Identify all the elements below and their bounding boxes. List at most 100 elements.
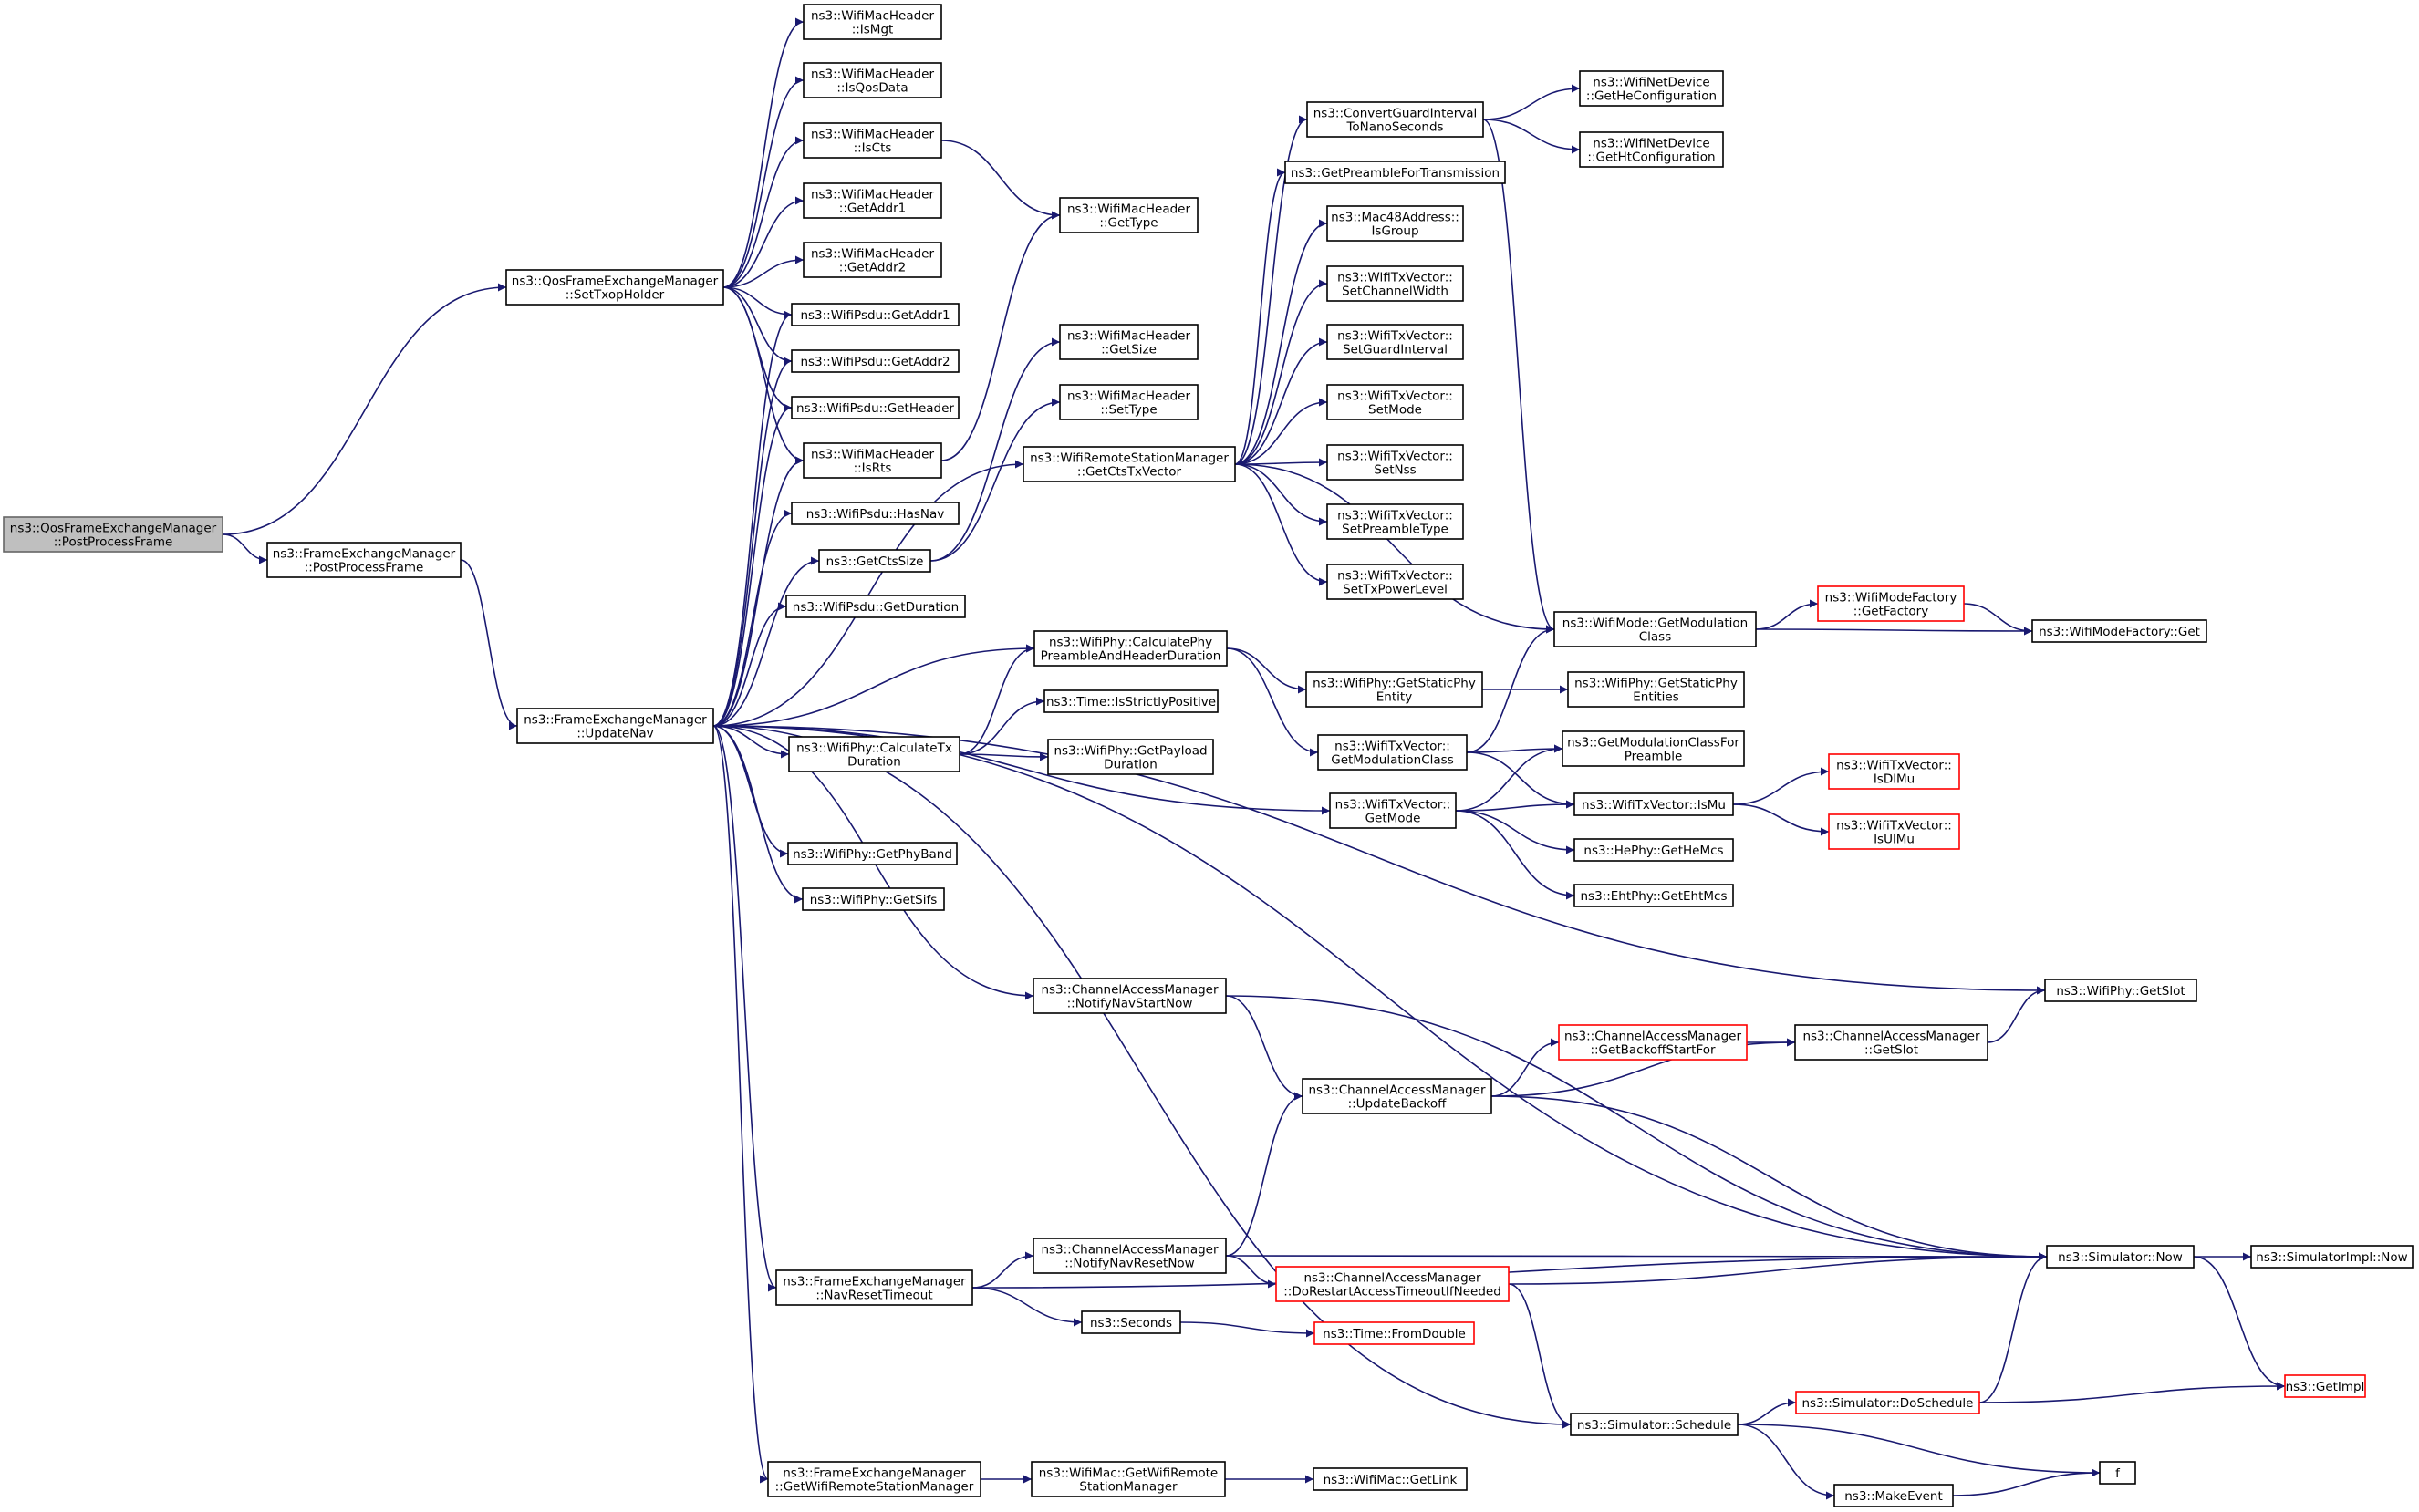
node-label: ns3::ChannelAccessManager (1041, 1243, 1219, 1258)
node-label: ns3::GetCtsSize (826, 554, 924, 569)
node-psdu-header[interactable]: ns3::WifiPsdu::GetHeader (791, 396, 960, 419)
node-settype[interactable]: ns3::WifiMacHeader::SetType (1059, 384, 1199, 420)
node-gethecfg[interactable]: ns3::WifiNetDevice::GetHeConfiguration (1579, 70, 1724, 107)
node-isqosdata[interactable]: ns3::WifiMacHeader::IsQosData (803, 62, 942, 98)
node-label: ns3::WifiMac::GetWifiRemote (1039, 1466, 1218, 1481)
node-updatenav[interactable]: ns3::FrameExchangeManager::UpdateNav (516, 708, 714, 744)
node-settxpower[interactable]: ns3::WifiTxVector::SetTxPowerLevel (1326, 564, 1464, 600)
node-box (1573, 884, 1734, 907)
node-settxop[interactable]: ns3::QosFrameExchangeManager::SetTxopHol… (505, 269, 724, 306)
edge-settxop-to-psdu-addr2 (722, 286, 793, 366)
edge-root-to-settxop (222, 283, 507, 535)
node-getehtmcs[interactable]: ns3::EhtPhy::GetEhtMcs (1573, 884, 1734, 907)
node-navreset[interactable]: ns3::FrameExchangeManager::NavResetTimeo… (775, 1269, 973, 1306)
node-factoryget[interactable]: ns3::WifiModeFactory::Get (2031, 619, 2207, 643)
node-setnss[interactable]: ns3::WifiTxVector::SetNss (1326, 444, 1464, 481)
node-label: Class (1639, 630, 1672, 645)
node-hasnav[interactable]: ns3::WifiPsdu::HasNav (791, 502, 960, 525)
node-psdu-addr2[interactable]: ns3::WifiPsdu::GetAddr2 (791, 349, 960, 373)
node-getsifs[interactable]: ns3::WifiPhy::GetSifs (802, 887, 945, 911)
node-setchw[interactable]: ns3::WifiTxVector::SetChannelWidth (1326, 265, 1464, 302)
node-label: ns3::GetModulationClassFor (1567, 736, 1739, 751)
node-getctstx[interactable]: ns3::WifiRemoteStationManager::GetCtsTxV… (1023, 446, 1236, 482)
node-root[interactable]: ns3::QosFrameExchangeManager::PostProces… (3, 516, 223, 553)
node-ismgt[interactable]: ns3::WifiMacHeader::IsMgt (803, 4, 942, 40)
node-getpreamble[interactable]: ns3::GetPreambleForTransmission (1284, 161, 1506, 184)
node-getduration[interactable]: ns3::WifiPsdu::GetDuration (785, 595, 966, 618)
node-getslot[interactable]: ns3::WifiPhy::GetSlot (2044, 979, 2197, 1002)
node-dorestart[interactable]: ns3::ChannelAccessManager::DoRestartAcce… (1275, 1266, 1510, 1302)
node-getphyband[interactable]: ns3::WifiPhy::GetPhyBand (787, 842, 958, 865)
edge-updatenav-to-psdu-addr2 (712, 357, 793, 727)
node-getwrsm[interactable]: ns3::FrameExchangeManager::GetWifiRemote… (767, 1461, 981, 1497)
node-box (1326, 503, 1464, 540)
node-getsize[interactable]: ns3::WifiMacHeader::GetSize (1059, 324, 1199, 360)
node-gethtcfg[interactable]: ns3::WifiNetDevice::GetHtConfiguration (1579, 131, 1724, 168)
node-gethemcs[interactable]: ns3::HePhy::GetHeMcs (1573, 838, 1734, 862)
node-makeevent[interactable]: ns3::MakeEvent (1833, 1484, 1954, 1507)
node-label: ns3::WifiTxVector::IsMu (1582, 798, 1726, 813)
node-box (818, 549, 931, 573)
node-label: ns3::WifiMac::GetLink (1324, 1473, 1458, 1487)
edge-getctssize-to-getsize (929, 337, 1061, 562)
node-box (2099, 1461, 2136, 1485)
node-iscts[interactable]: ns3::WifiMacHeader::IsCts (803, 122, 942, 159)
node-implnow[interactable]: ns3::SimulatorImpl::Now (2250, 1245, 2414, 1269)
node-label: ns3::WifiPsdu::GetAddr1 (800, 308, 950, 323)
edge-updatenav-to-calcpreamble (712, 644, 1035, 727)
node-label: ::GetSize (1101, 343, 1157, 357)
node-isrts[interactable]: ns3::WifiMacHeader::IsRts (803, 442, 942, 479)
node-box (1284, 161, 1506, 184)
node-setpreamble[interactable]: ns3::WifiTxVector::SetPreambleType (1326, 503, 1464, 540)
node-gettype[interactable]: ns3::WifiMacHeader::GetType (1059, 197, 1199, 233)
node-getctssize[interactable]: ns3::GetCtsSize (818, 549, 931, 573)
edge-now-to-getimpl (2193, 1256, 2286, 1391)
node-isdlmu[interactable]: ns3::WifiTxVector::IsDlMu (1828, 753, 1960, 790)
node-psdu-addr1[interactable]: ns3::WifiPsdu::GetAddr1 (791, 303, 960, 326)
node-isstrictpos[interactable]: ns3::Time::IsStrictlyPositive (1043, 689, 1219, 713)
node-updatebackoff[interactable]: ns3::ChannelAccessManager::UpdateBackoff (1302, 1078, 1492, 1114)
node-cam-getslot[interactable]: ns3::ChannelAccessManager::GetSlot (1794, 1024, 1988, 1061)
edge-doschedule-to-now (1978, 1252, 2048, 1403)
edge-txv-getmode-to-modclassfor (1455, 744, 1563, 812)
node-getlink[interactable]: ns3::WifiMac::GetLink (1313, 1467, 1468, 1491)
node-fem-post[interactable]: ns3::FrameExchangeManager::PostProcessFr… (266, 542, 462, 578)
edge-convgi-to-gethtcfg (1482, 119, 1581, 154)
node-label: ::NotifyNavResetNow (1064, 1257, 1194, 1271)
node-doschedule[interactable]: ns3::Simulator::DoSchedule (1795, 1391, 1980, 1414)
node-isgroup[interactable]: ns3::Mac48Address::IsGroup (1326, 205, 1464, 242)
node-now[interactable]: ns3::Simulator::Now (2046, 1245, 2195, 1269)
node-calcpreamble[interactable]: ns3::WifiPhy::CalculatePhyPreambleAndHea… (1033, 630, 1228, 667)
node-getbackoff[interactable]: ns3::ChannelAccessManager::GetBackoffSta… (1558, 1024, 1748, 1061)
node-label: ns3::WifiPsdu::GetHeader (796, 401, 954, 416)
node-ismu[interactable]: ns3::WifiTxVector::IsMu (1573, 792, 1734, 816)
node-label: ns3::Time::IsStrictlyPositive (1046, 695, 1216, 709)
node-setgi[interactable]: ns3::WifiTxVector::SetGuardInterval (1326, 324, 1464, 360)
node-schedule[interactable]: ns3::Simulator::Schedule (1570, 1413, 1739, 1436)
node-fromdouble[interactable]: ns3::Time::FromDouble (1313, 1321, 1475, 1345)
node-box (803, 62, 942, 98)
node-isulmu[interactable]: ns3::WifiTxVector::IsUlMu (1828, 813, 1960, 850)
node-box (767, 1461, 981, 1497)
edge-navreset-to-notifyreset (971, 1251, 1034, 1289)
node-getfactory[interactable]: ns3::WifiModeFactory::GetFactory (1817, 585, 1965, 622)
node-getimpl[interactable]: ns3::GetImpl (2284, 1374, 2366, 1398)
node-getaddr2h[interactable]: ns3::WifiMacHeader::GetAddr2 (803, 242, 942, 278)
node-getmodclass[interactable]: ns3::WifiMode::GetModulationClass (1553, 611, 1757, 647)
node-setmode[interactable]: ns3::WifiTxVector::SetMode (1326, 384, 1464, 420)
node-getaddr1h[interactable]: ns3::WifiMacHeader::GetAddr1 (803, 182, 942, 219)
node-mac-getwrsm[interactable]: ns3::WifiMac::GetWifiRemoteStationManage… (1031, 1461, 1226, 1497)
node-notifyreset[interactable]: ns3::ChannelAccessManager::NotifyNavRese… (1033, 1238, 1227, 1274)
node-f[interactable]: f (2099, 1461, 2136, 1485)
node-txv-getmode[interactable]: ns3::WifiTxVector::GetMode (1329, 792, 1457, 829)
node-notifystart[interactable]: ns3::ChannelAccessManager::NotifyNavStar… (1033, 978, 1227, 1014)
node-txv-modclass[interactable]: ns3::WifiTxVector::GetModulationClass (1317, 734, 1468, 771)
node-box (1579, 70, 1724, 107)
node-seconds[interactable]: ns3::Seconds (1081, 1310, 1181, 1334)
